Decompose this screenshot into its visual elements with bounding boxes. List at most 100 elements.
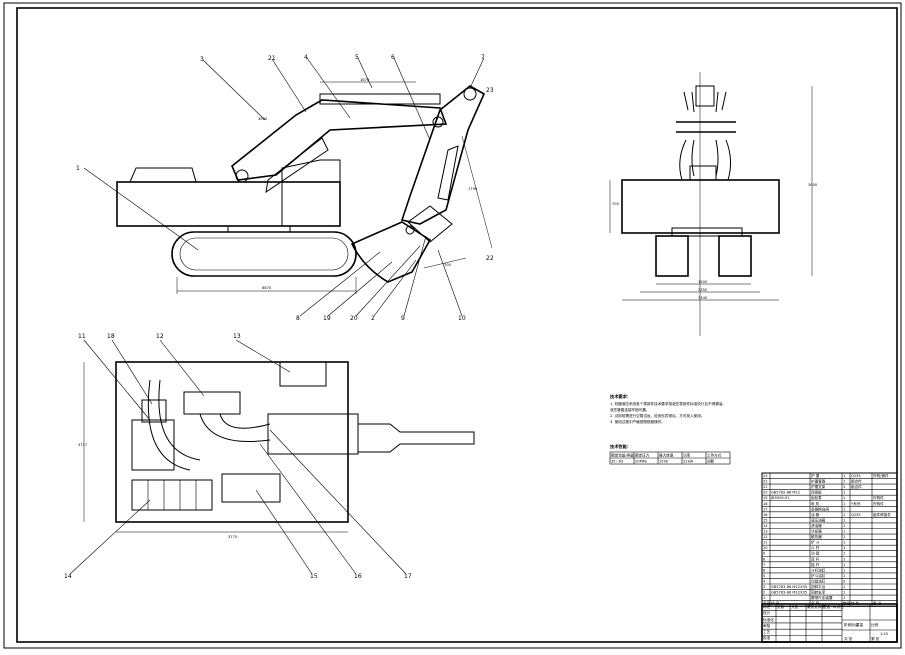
- boom-plan: [267, 413, 359, 455]
- boom-cylinder: [265, 137, 329, 194]
- parts-cell: GB5783-86 M12X35: [771, 585, 807, 589]
- parts-cell: 多路换向阀: [811, 506, 829, 511]
- parts-cell: 回转支承: [811, 590, 826, 595]
- right-track: [718, 235, 752, 277]
- parts-cell: 1: [843, 568, 845, 572]
- parts-cell: 8: [763, 557, 766, 561]
- callout-4: 4: [304, 54, 308, 61]
- title-block-label: 标记: [763, 604, 771, 609]
- parts-cell: 液压油箱: [811, 517, 826, 522]
- parts-cell: 1: [843, 591, 845, 595]
- parts-cell: 回转平台: [811, 584, 826, 589]
- title-block-label: 年月日: [833, 604, 844, 609]
- callout-1: 1: [76, 165, 80, 172]
- plan-view-dimension-texts: 3717 3775: [78, 443, 237, 539]
- parts-cell: 动臂油缸: [811, 578, 826, 583]
- perf-value: 20MPa: [635, 460, 647, 464]
- parts-cell: 组合件: [851, 479, 862, 484]
- dim-text-bucket: 700: [444, 263, 452, 267]
- parts-cell: GB5783-86 M12X35: [771, 591, 807, 595]
- parts-cell: 散热器: [811, 534, 822, 539]
- dim-text-plan-length: 3775: [228, 535, 237, 539]
- plan-view-callouts: 11 18 12 13 14 15 16 17: [64, 333, 412, 580]
- callout-23: 23: [486, 87, 494, 94]
- parts-cell: 外购/铸件: [873, 473, 889, 478]
- parts-cell: 斗 杆: [811, 545, 820, 550]
- parts-cell: 19: [763, 496, 768, 500]
- cooler: [279, 361, 327, 387]
- parts-cell: 5: [763, 574, 765, 578]
- bucket-cylinder: [437, 145, 459, 201]
- left-track: [655, 235, 689, 277]
- title-block-label: 分区: [791, 604, 799, 609]
- dim-text-plan-width: 3717: [78, 443, 87, 447]
- front-view: [609, 72, 813, 336]
- perf-value: 间断: [707, 459, 715, 464]
- parts-cell: 冷却器: [811, 529, 822, 534]
- callout-14: 14: [64, 573, 72, 580]
- parts-cell: 1: [843, 530, 845, 534]
- dim-text-top: 1670: [360, 78, 370, 82]
- title-block-label: 阶段标记: [844, 622, 859, 627]
- front-view-dimension-texts: 3000 700 1500 2350 3340: [612, 183, 818, 300]
- title-block-label: 审核: [763, 623, 771, 628]
- tech-req-3: 3. 使用过程中严格按照规程操作。: [610, 419, 665, 424]
- tank: [221, 473, 281, 503]
- parts-cell: 2: [763, 591, 765, 595]
- tech-req-2: 2. 试用前需进行空载试运，检测无异常后，方可投入使用。: [610, 413, 704, 418]
- outer-border: [3, 2, 902, 649]
- parts-cell: 23: [763, 474, 768, 478]
- parts-cell: 3: [763, 585, 765, 589]
- engine-block: [131, 419, 175, 471]
- battery-box: [131, 479, 213, 511]
- perf-header: 功率: [683, 453, 691, 458]
- callout-6: 6: [391, 54, 395, 61]
- callout-5: 5: [355, 54, 359, 61]
- plan-view: [83, 361, 475, 533]
- perf-value: 22kW: [683, 460, 694, 464]
- dim-text-gauge: 1500: [698, 280, 708, 284]
- parts-cell: 1: [843, 474, 845, 478]
- callout-12: 12: [156, 333, 164, 340]
- callout-10: 10: [458, 315, 466, 322]
- crawler-track: [171, 231, 357, 277]
- parts-cell: 1: [843, 518, 845, 522]
- parts-cell: 1: [843, 546, 845, 550]
- tech-req-1: 1. 机器液压系统各个零部件技术要求按液压零部件标准执行且不得漏油。: [610, 401, 726, 406]
- parts-cell: 1: [763, 596, 765, 600]
- dim-text-height: 3000: [808, 183, 818, 187]
- parts-cell: Q235: [851, 474, 861, 478]
- parts-cell: 7: [763, 563, 765, 567]
- boom-foot: [689, 165, 717, 181]
- arm-cylinder: [319, 93, 441, 105]
- hydraulic-hoses: [679, 139, 732, 181]
- boom-head: [695, 85, 715, 107]
- parts-cell: 13: [763, 530, 768, 534]
- perf-header: 最大转速: [659, 453, 674, 458]
- dim-text-width: 2350: [698, 288, 708, 292]
- dim-text-boom: 3000: [258, 117, 268, 121]
- parts-cell: 10: [763, 546, 768, 550]
- callout-3: 3: [200, 56, 204, 63]
- perf-value: 35~63: [611, 460, 623, 464]
- performance-table: 额定流量/排量35~63额定压力20MPa最大转速1500功率22kW工作方式间…: [609, 451, 731, 465]
- parts-cell: GB5782-86 M12: [771, 491, 800, 495]
- callout-20: 20: [350, 315, 358, 322]
- parts-cell: 9: [763, 552, 766, 556]
- parts-cell: 12: [763, 535, 768, 539]
- tech-req-1b: 液压管路连接牢固可靠。: [610, 407, 650, 412]
- parts-cell: 1: [843, 524, 845, 528]
- parts-cell: 护罩管路: [811, 479, 826, 484]
- dim-text-stick: 1790: [468, 187, 478, 191]
- parts-header-cell: 序号: [763, 601, 771, 606]
- parts-cell: 20: [763, 491, 768, 495]
- parts-cell: 摇 杆: [811, 562, 820, 567]
- title-block-label: 批准: [763, 635, 771, 640]
- parts-header-cell: 备 注: [873, 601, 882, 606]
- front-body: [621, 179, 780, 234]
- parts-cell: 1: [843, 491, 845, 495]
- callout-17: 17: [404, 573, 412, 580]
- parts-cell: 护罩支架: [811, 484, 826, 489]
